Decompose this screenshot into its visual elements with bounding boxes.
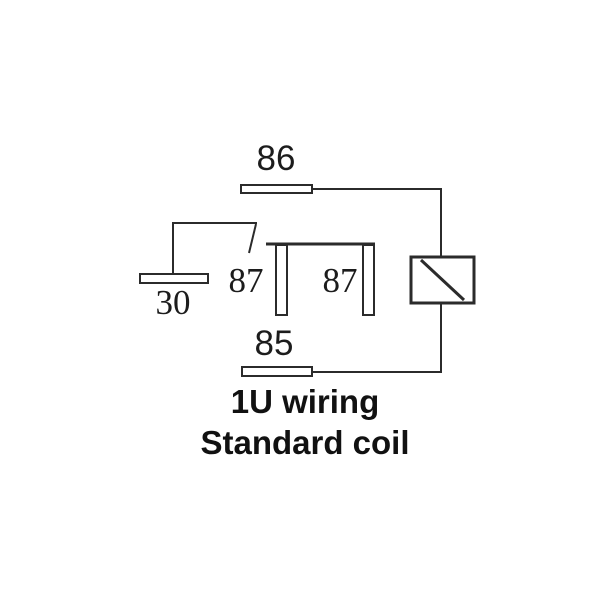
terminal-bar-30 [139, 273, 209, 284]
switch-blade [248, 223, 257, 254]
terminal-bar-85 [241, 366, 313, 377]
terminal-label-87-right: 87 [322, 261, 358, 300]
switch-wire [172, 222, 257, 275]
terminal-bar-87-right [362, 244, 375, 316]
coil-diagonal [419, 258, 466, 302]
diagram-caption: 1U wiring Standard coil [0, 381, 610, 463]
terminal-label-86: 86 [256, 139, 296, 178]
caption-line-2: Standard coil [200, 424, 410, 461]
terminal-label-85: 85 [254, 324, 294, 363]
caption-line-1: 1U wiring [230, 383, 380, 420]
terminal-bar-87-left [275, 244, 288, 316]
terminal-label-87-left: 87 [228, 261, 264, 300]
terminal-bar-86 [240, 184, 313, 194]
terminal-label-30: 30 [155, 283, 191, 322]
